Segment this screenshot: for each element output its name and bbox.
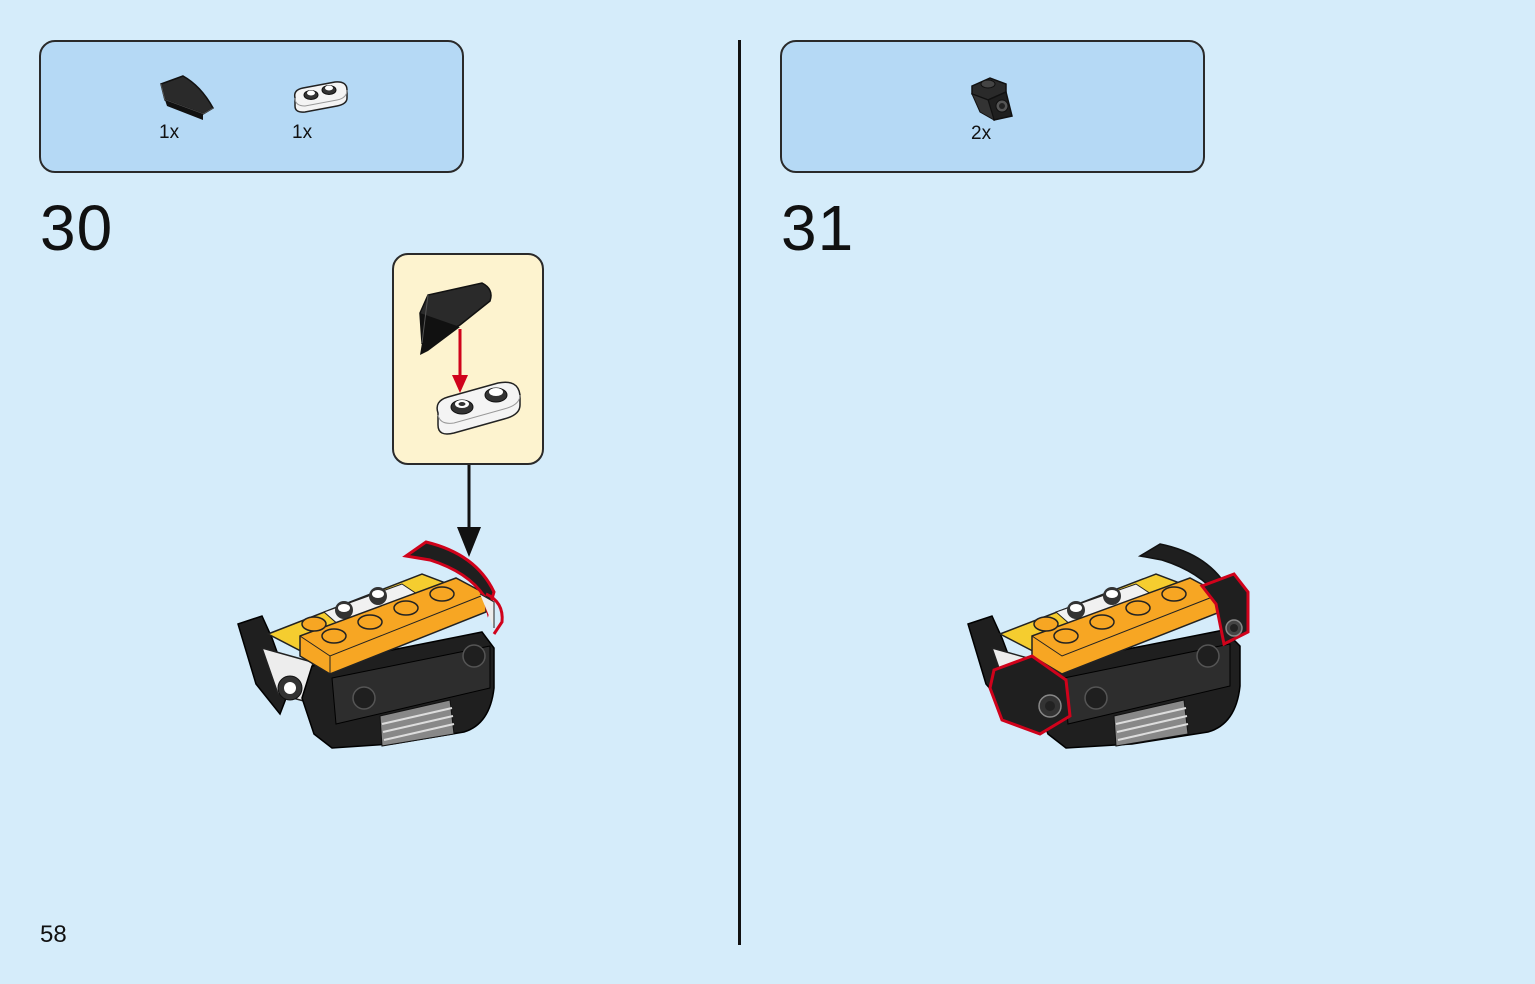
- page-divider: [738, 40, 741, 945]
- placement-arrow: [457, 465, 481, 557]
- black-bracket-icon: [966, 72, 1020, 122]
- sub-assembly-callout: [392, 253, 544, 465]
- part-qty: 2x: [971, 123, 992, 144]
- white-jumper-plate-icon: [289, 76, 353, 118]
- model-assembly-step-30: [237, 540, 504, 749]
- step-number: 31: [781, 192, 855, 264]
- page-number: 58: [40, 921, 67, 948]
- parts-list-step-30: 1x 1x: [39, 40, 464, 173]
- black-curved-slope-icon: [153, 70, 223, 125]
- part-qty: 1x: [159, 122, 180, 143]
- sub-assembly-illustration: [419, 282, 521, 435]
- step-number: 30: [40, 192, 114, 264]
- model-assembly-step-31: [967, 543, 1250, 749]
- parts-list-step-31: 2x: [780, 40, 1205, 173]
- part-qty: 1x: [292, 122, 313, 143]
